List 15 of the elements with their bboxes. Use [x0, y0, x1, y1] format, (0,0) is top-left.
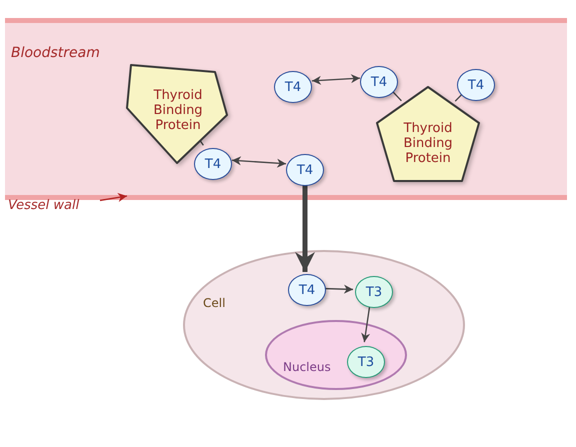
protein-label: Thyroid Binding Protein: [402, 121, 454, 166]
region-label: Bloodstream: [11, 45, 100, 61]
cell-label: Cell: [203, 296, 226, 310]
hormone-circle: T4: [274, 71, 312, 103]
hormone-circle: T3: [347, 346, 385, 378]
protein-label: Thyroid Binding Protein: [152, 88, 204, 133]
hormone-circle: T4: [360, 66, 398, 98]
hormone-circle: T4: [288, 274, 326, 306]
hormone-circle: T4: [286, 154, 324, 186]
hormone-circle: T3: [355, 276, 393, 308]
hormone-circle: T4: [194, 148, 232, 180]
bloodstream-band: [5, 18, 567, 200]
vessel-wall-label: Vessel wall: [8, 198, 80, 213]
hormone-circle: T4: [457, 69, 495, 101]
nucleus-label: Nucleus: [283, 360, 331, 374]
